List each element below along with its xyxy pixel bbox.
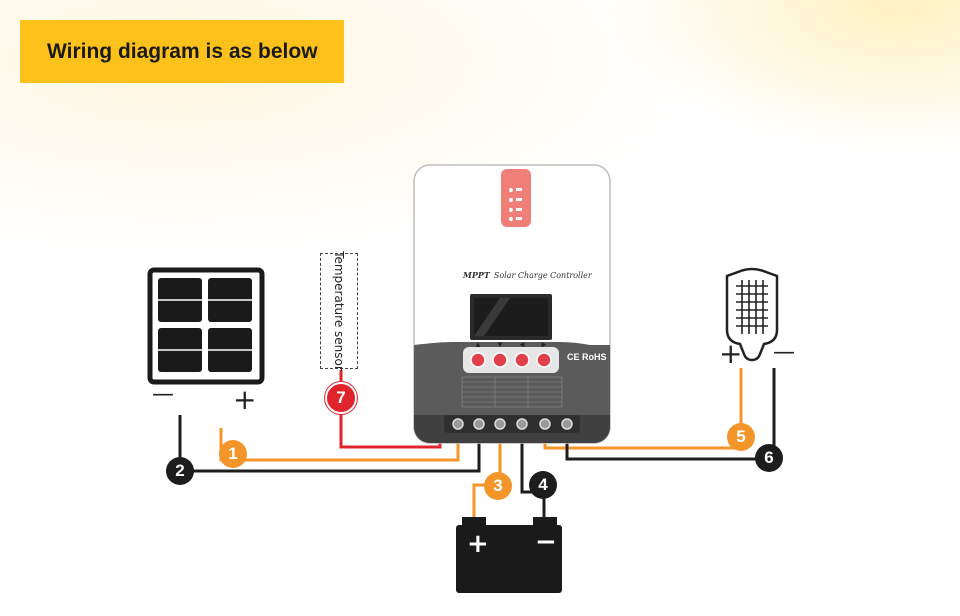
- button-left: [514, 352, 530, 368]
- battery-icon: [456, 517, 562, 593]
- battery-minus-sign: −: [535, 527, 557, 557]
- spec-table: [461, 376, 563, 408]
- battery-plus-sign: +: [467, 529, 489, 559]
- badge-3: 3: [484, 472, 512, 500]
- certification-mark: CE RoHS: [567, 352, 607, 362]
- wire-panel-negative: [178, 415, 481, 473]
- page-title: Wiring diagram is as below: [47, 39, 318, 63]
- badge-4: 4: [529, 471, 557, 499]
- button-down: [492, 352, 508, 368]
- arrow-down-icon: ▼: [496, 340, 504, 349]
- panel-minus-sign: —: [152, 382, 174, 407]
- terminals: [444, 415, 580, 433]
- panel-plus-sign: +: [233, 383, 257, 416]
- arrow-right-icon: ►: [540, 340, 548, 349]
- arrow-up-icon: ▲: [474, 340, 482, 349]
- load-minus-sign: —: [773, 340, 795, 365]
- button-right: [536, 352, 552, 368]
- badge-6: 6: [755, 444, 783, 472]
- temperature-sensor-label: Temperature sensor: [332, 251, 346, 371]
- charge-controller: [413, 164, 611, 444]
- arrow-left-icon: ◄: [518, 340, 526, 349]
- badge-5: 5: [727, 423, 755, 451]
- badge-2: 2: [166, 457, 194, 485]
- badge-1: 1: [219, 440, 247, 468]
- load-plus-sign: +: [719, 337, 743, 370]
- title-banner: Wiring diagram is as below: [20, 20, 344, 83]
- controller-brand: MPPT: [463, 270, 490, 280]
- button-up: [470, 352, 486, 368]
- badge-7: 7: [325, 382, 357, 414]
- lamp-load-icon: [725, 267, 779, 362]
- controller-model: Solar Charge Controller: [493, 271, 592, 280]
- temperature-sensor: [320, 253, 358, 369]
- solar-panel-icon: [147, 267, 265, 385]
